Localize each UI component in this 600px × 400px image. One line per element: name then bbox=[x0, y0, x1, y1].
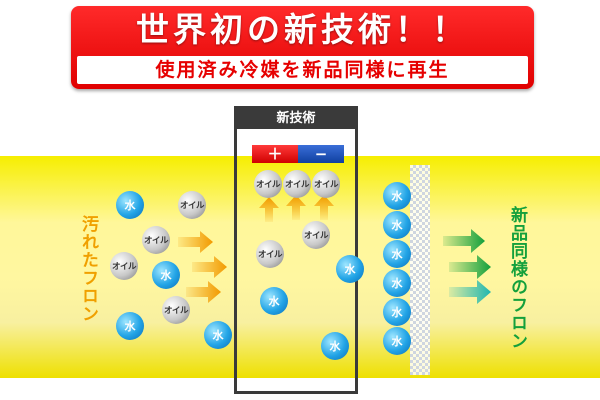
water-particle: 水 bbox=[152, 261, 180, 289]
water-particle: 水 bbox=[336, 255, 364, 283]
banner-subtitle: 使用済み冷媒を新品同様に再生 bbox=[77, 56, 528, 84]
up-arrow-3 bbox=[314, 195, 334, 220]
title-banner: 世界初の新技術！！ 使用済み冷媒を新品同様に再生 bbox=[71, 6, 534, 89]
oil-particle: オイル bbox=[162, 296, 190, 324]
orange-arrow-3 bbox=[186, 281, 221, 303]
new-technology-label: 新技術 bbox=[237, 109, 355, 129]
clean-freon-label: 新品同様のフロン bbox=[507, 206, 527, 350]
plus-electrode: ＋ bbox=[252, 145, 298, 163]
water-particle: 水 bbox=[204, 321, 232, 349]
filter-membrane bbox=[410, 165, 430, 375]
new-technology-box: 新技術 bbox=[234, 106, 358, 394]
orange-arrow-1 bbox=[178, 231, 213, 253]
green-arrow-1 bbox=[443, 229, 485, 253]
green-arrow-2 bbox=[449, 255, 491, 279]
water-particle: 水 bbox=[383, 182, 411, 210]
water-particle: 水 bbox=[383, 327, 411, 355]
oil-particle: オイル bbox=[256, 240, 284, 268]
water-particle: 水 bbox=[321, 332, 349, 360]
minus-electrode: − bbox=[298, 145, 344, 163]
water-particle: 水 bbox=[383, 298, 411, 326]
orange-arrow-2 bbox=[192, 256, 227, 278]
oil-particle: オイル bbox=[283, 170, 311, 198]
water-particle: 水 bbox=[383, 240, 411, 268]
dirty-freon-label: 汚れたフロン bbox=[78, 215, 98, 323]
up-arrow-2 bbox=[286, 195, 306, 220]
water-particle: 水 bbox=[383, 211, 411, 239]
water-particle: 水 bbox=[260, 287, 288, 315]
oil-particle: オイル bbox=[142, 226, 170, 254]
oil-particle: オイル bbox=[254, 170, 282, 198]
teal-arrow-3 bbox=[449, 280, 491, 304]
water-particle: 水 bbox=[383, 269, 411, 297]
oil-particle: オイル bbox=[312, 170, 340, 198]
water-particle: 水 bbox=[116, 191, 144, 219]
oil-particle: オイル bbox=[302, 221, 330, 249]
banner-title: 世界初の新技術！！ bbox=[136, 10, 469, 49]
oil-particle: オイル bbox=[110, 252, 138, 280]
oil-particle: オイル bbox=[178, 191, 206, 219]
up-arrow-1 bbox=[259, 197, 279, 222]
water-particle: 水 bbox=[116, 312, 144, 340]
